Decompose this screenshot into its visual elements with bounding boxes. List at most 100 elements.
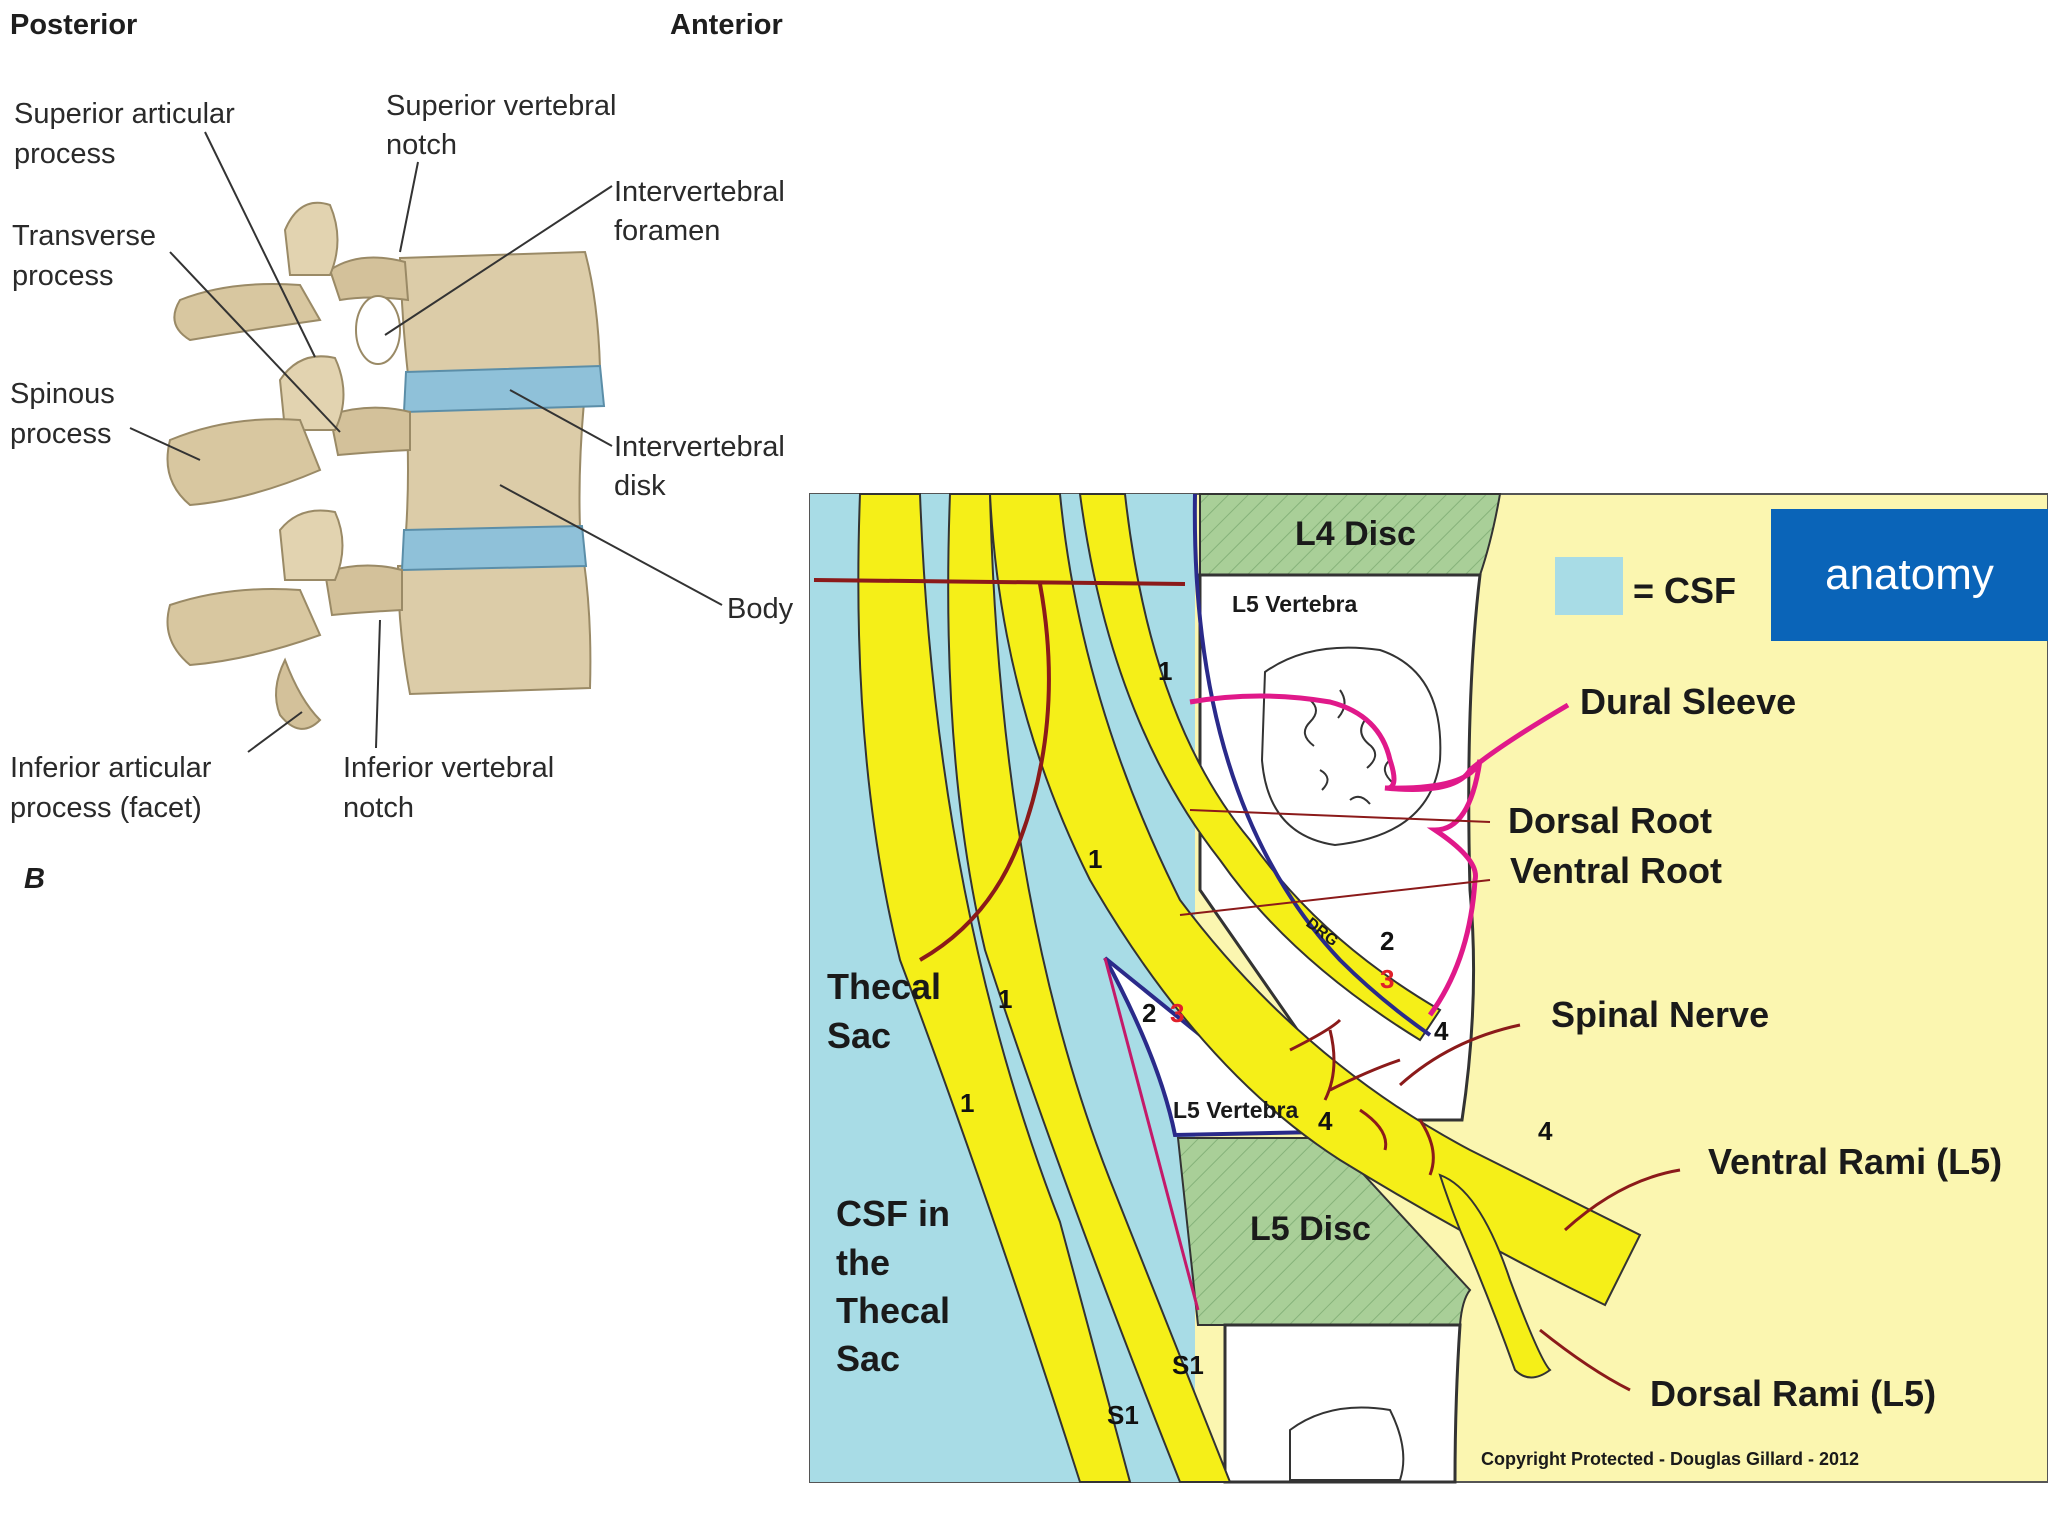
marker-4b: 4 xyxy=(1318,1106,1333,1136)
anatomy-badge: anatomy xyxy=(1771,509,2048,641)
csf-legend-text: = CSF xyxy=(1633,570,1736,611)
l5-bone-texture xyxy=(1303,689,1395,805)
spinous-process-bottom xyxy=(166,588,322,667)
marker-s1a: S1 xyxy=(1172,1350,1204,1380)
leader-superior-notch xyxy=(399,161,419,253)
spinal-nerve-label: Spinal Nerve xyxy=(1551,994,1769,1035)
header-posterior: Posterior xyxy=(10,9,137,41)
label-superior-articular-1: Superior articular xyxy=(14,98,235,130)
thecal-sac-leader xyxy=(813,578,1186,962)
anatomy-badge-label: anatomy xyxy=(1825,550,1994,599)
label-inferior-notch-2: notch xyxy=(343,792,414,824)
ventral-root-label: Ventral Root xyxy=(1510,850,1722,891)
label-spinous-2: process xyxy=(10,418,112,450)
label-transverse-2: process xyxy=(12,260,114,292)
leader-inferior-notch xyxy=(375,619,381,749)
csf-sac-label-4: Sac xyxy=(836,1338,900,1379)
ventral-rami-leader xyxy=(1563,1168,1681,1232)
label-superior-notch-1: Superior vertebral xyxy=(386,90,617,122)
marker-4c: 4 xyxy=(1538,1116,1553,1146)
spinal-nerve-leader xyxy=(1398,1023,1521,1087)
panel-letter: B xyxy=(24,863,45,895)
nerve-root-l5 xyxy=(988,493,1642,1307)
leader-transverse xyxy=(169,251,341,433)
dural-sleeve-outline xyxy=(1192,493,1432,1037)
leader-disk xyxy=(509,389,613,447)
dural-sleeve-line xyxy=(1189,693,1570,1017)
dorsal-root-label: Dorsal Root xyxy=(1508,800,1712,841)
leader-superior-articular xyxy=(204,131,316,358)
nerve-root-diagram xyxy=(809,493,2048,1484)
marker-1a: 1 xyxy=(1158,656,1172,686)
nerve-cross-marks xyxy=(1289,1018,1435,1176)
header-anterior: Anterior xyxy=(670,9,783,41)
csf-sac-label-2: the xyxy=(836,1242,890,1283)
intervertebral-foramen xyxy=(355,295,401,365)
articular-process-mid xyxy=(278,355,345,431)
intervertebral-disk-lower xyxy=(400,524,588,572)
vertebrae-illustration xyxy=(166,201,606,730)
transverse-process-top xyxy=(173,283,322,342)
l5-trabecular-bone xyxy=(1260,646,1442,847)
label-inferior-notch-1: Inferior vertebral xyxy=(343,752,554,784)
nerve-root-dorsal xyxy=(1078,493,1442,1042)
intervertebral-disk-upper xyxy=(402,364,606,414)
l5-vertebra-mid-label: L5 Vertebra xyxy=(1173,1097,1298,1123)
l5-disc-label: L5 Disc xyxy=(1250,1210,1371,1248)
marker-1c: 1 xyxy=(998,984,1012,1014)
leader-spinous xyxy=(129,427,201,461)
vertebral-body-middle xyxy=(404,400,586,534)
marker-3b: 3 xyxy=(1170,998,1184,1028)
label-superior-notch-2: notch xyxy=(386,129,457,161)
l4-disc-label: L4 Disc xyxy=(1295,515,1416,553)
label-disk-1: Intervertebral xyxy=(614,431,785,463)
label-disk-2: disk xyxy=(614,470,666,502)
dorsal-ramus xyxy=(1438,1173,1552,1379)
vertebral-body-bottom xyxy=(396,560,592,696)
dural-sleeve-label: Dural Sleeve xyxy=(1580,681,1796,722)
dorsal-rami-leader xyxy=(1539,1328,1631,1392)
ventral-rami-label: Ventral Rami (L5) xyxy=(1708,1141,2002,1182)
csf-sac-label-1: CSF in xyxy=(836,1193,950,1234)
ventral-root-leader xyxy=(1179,879,1491,916)
label-superior-articular-2: process xyxy=(14,138,116,170)
csf-sac-label-3: Thecal xyxy=(836,1290,950,1331)
pedicle-top xyxy=(328,256,410,302)
copyright-text: Copyright Protected - Douglas Gillard - … xyxy=(1481,1449,1859,1469)
marker-1b: 1 xyxy=(1088,844,1102,874)
label-foramen-2: foramen xyxy=(614,215,720,247)
marker-4a: 4 xyxy=(1434,1016,1449,1046)
dorsal-root-leader xyxy=(1189,809,1491,823)
marker-s1b: S1 xyxy=(1107,1400,1139,1430)
dorsal-rami-label: Dorsal Rami (L5) xyxy=(1650,1373,1936,1414)
leader-inferior-articular xyxy=(247,711,303,753)
marker-1d: 1 xyxy=(960,1088,974,1118)
leader-body xyxy=(499,484,723,606)
label-inferior-articular-1: Inferior articular xyxy=(10,752,212,784)
label-transverse-1: Transverse xyxy=(12,220,156,252)
label-foramen-1: Intervertebral xyxy=(614,176,785,208)
label-body: Body xyxy=(727,593,794,625)
vertebral-body-top xyxy=(398,250,602,377)
s1-trabecular-bone xyxy=(1289,1406,1405,1481)
marker-3a: 3 xyxy=(1380,964,1394,994)
nerve-root-mid xyxy=(947,493,1232,1483)
left-leader-lines xyxy=(129,131,723,753)
pedicle-bottom xyxy=(323,564,403,617)
thecal-sac-label-2: Sac xyxy=(827,1015,891,1056)
label-inferior-articular-2: process (facet) xyxy=(10,792,202,824)
thecal-sac-label-1: Thecal xyxy=(827,966,941,1007)
leader-foramen xyxy=(384,185,613,336)
spinous-process-top xyxy=(166,418,322,507)
marker-2a: 2 xyxy=(1380,926,1394,956)
l5-vertebra-top-label: L5 Vertebra xyxy=(1232,591,1357,617)
label-spinous-1: Spinous xyxy=(10,378,115,410)
l5-vertebra-mid-outline xyxy=(1103,957,1200,1311)
pedicle-middle xyxy=(328,406,411,457)
csf-legend-swatch xyxy=(1555,557,1623,615)
superior-articular-process xyxy=(283,201,339,276)
articular-process-low xyxy=(278,509,344,581)
nerve-root-outer xyxy=(857,493,1132,1483)
